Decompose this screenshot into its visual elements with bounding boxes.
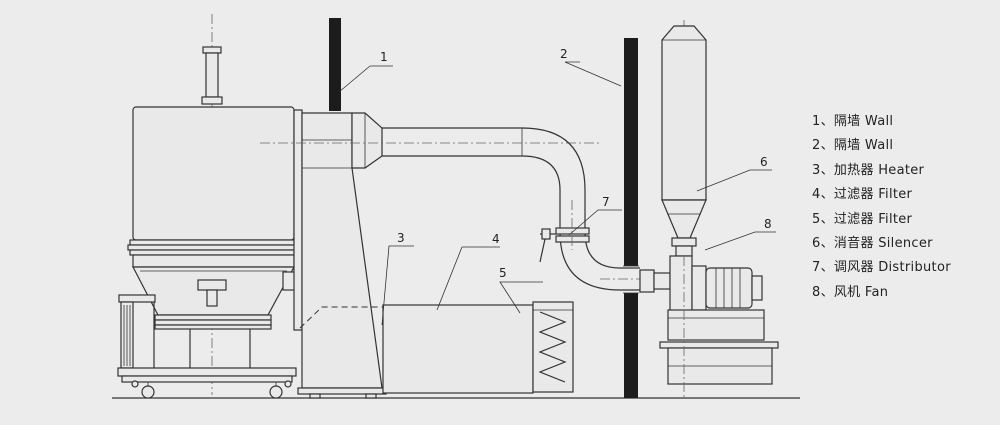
heater-column: [260, 109, 600, 399]
wall-2: [624, 38, 638, 266]
leader-lines: [338, 61, 776, 326]
legend-item: 5、过滤器 Filter: [812, 211, 913, 227]
callout-7: 7: [602, 195, 610, 209]
callout-8: 8: [764, 217, 772, 231]
silencer: [661, 20, 707, 268]
air-duct: [382, 127, 680, 291]
legend-item: 8、风机 Fan: [812, 284, 889, 300]
legend-item: 1、隔墙 Wall: [812, 114, 894, 129]
filter-housing: [299, 301, 574, 394]
callout-6: 6: [760, 155, 768, 169]
callout-3: 3: [397, 231, 405, 245]
wall-2-lower: [624, 293, 638, 398]
legend-item: 7、调风器 Distributor: [812, 260, 951, 276]
legend-item: 3、加热器 Heater: [812, 162, 925, 178]
callout-4: 4: [492, 232, 500, 246]
legend-item: 2、隔墙 Wall: [812, 138, 894, 154]
wall-1: [329, 18, 341, 111]
callout-1: 1: [380, 50, 388, 64]
legend: 1、隔墙 Wall 2、隔墙 Wall 3、加热器 Heater 4、过滤器 F…: [812, 110, 951, 305]
fan: [639, 255, 779, 400]
legend-item: 6、消音器 Silencer: [812, 235, 933, 251]
callout-5: 5: [499, 266, 507, 280]
dryer-unit: [117, 14, 303, 399]
legend-item: 4、过滤器 Filter: [812, 187, 913, 203]
callout-2: 2: [560, 47, 568, 61]
